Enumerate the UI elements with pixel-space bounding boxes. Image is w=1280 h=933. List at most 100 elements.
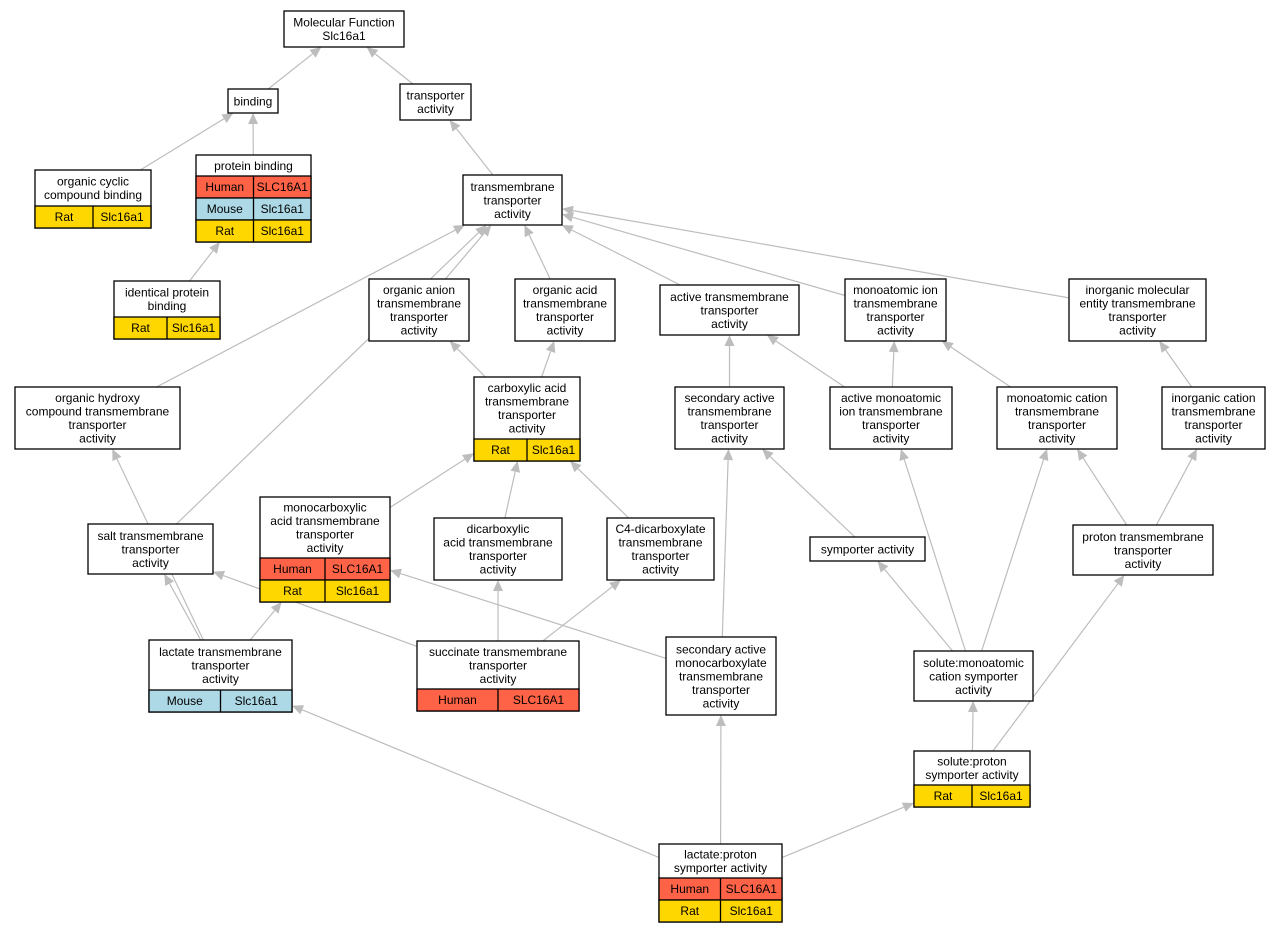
edge-organic-cyclic-to-binding [139,113,234,171]
node-organic-acid[interactable]: organic acidtransmembranetransporteracti… [514,278,616,342]
edge-active-monoatomic-to-active-tm [766,335,845,388]
species-name: Human [273,562,312,576]
edge-line [189,250,214,282]
edge-c4-dicarboxylate-to-carboxylic [570,461,630,519]
node-box [368,278,470,342]
node-box [674,386,785,450]
gene-symbol: Slc16a1 [235,694,279,708]
gene-symbol: Slc16a1 [172,321,216,335]
node-label-line: inorganic molecular [1085,283,1189,297]
gene-symbol: SLC16A1 [332,562,384,576]
edge-line [528,234,551,280]
edge-succinate-tm-to-c4-dicarboxylate [542,580,621,642]
node-secondary-mono[interactable]: secondary activemonocarboxylatetransmemb… [665,636,777,716]
node-label-line: dicarboxylic [467,522,530,536]
node-label-line: transmembrane [470,180,554,194]
edge-line [400,573,667,659]
node-monoatomic-cation[interactable]: monoatomic cationtransmembranetransporte… [996,386,1118,450]
edge-organic-anion-to-tm-transporter [444,225,492,280]
node-monoatomic-ion[interactable]: monoatomic iontransmembranetransporterac… [844,278,947,342]
gene-symbol: Slc16a1 [979,789,1023,803]
edge-arrowhead [213,570,225,581]
edge-arrowhead [888,341,899,353]
node-c4-dicarboxylate[interactable]: C4-dicarboxylatetransmembranetransporter… [606,517,715,581]
edge-line [903,459,967,652]
species-name: Rat [934,789,953,803]
node-carboxylic[interactable]: carboxylic acidtransmembranetransportera… [473,376,581,462]
node-label-line: symporter activity [821,542,914,556]
node-box [14,386,181,450]
edge-organic-acid-to-tm-transporter [524,225,551,280]
edge-line [223,575,418,647]
node-label-line: organic hydroxy [55,391,140,405]
node-label-line: activity [547,324,584,338]
edge-line [455,128,494,176]
edge-identical-protein-to-protein-binding [189,242,220,282]
edge-salt-tm-to-tm-transporter [175,225,487,525]
node-box [606,517,715,581]
node-succinate-tm[interactable]: succinate transmembranetransporteractivi… [416,640,580,712]
edge-line [542,586,613,642]
node-label-line: symporter activity [925,768,1018,782]
edge-arrowhead [390,568,402,579]
node-label-line: activity [703,696,740,710]
edge-line [571,229,681,286]
node-secondary-active[interactable]: secondary activetransmembranetransporter… [674,386,785,450]
edge-line [1082,457,1128,526]
species-name: Mouse [207,202,243,216]
edge-succinate-tm-to-dicarboxylic [493,580,503,641]
edge-arrowhead [762,449,774,461]
edge-arrowhead [112,449,122,462]
node-label-line: monoatomic ion [853,283,938,297]
edge-line [1165,349,1193,388]
edge-line [249,610,276,641]
node-lactate-tm[interactable]: lactate transmembranetransporteractivity… [148,639,293,713]
edge-proton-tm-to-inorganic-cation [1155,449,1197,526]
node-label-line: transporter [498,408,556,422]
node-label-line: transmembrane [618,536,702,550]
node-label-line: protein binding [214,159,293,173]
gene-symbol: Slc16a1 [261,202,305,216]
edge-arrowhead [877,561,889,573]
node-symporter[interactable]: symporter activity [809,536,926,562]
node-label-line: transporter [68,418,126,432]
edge-line [769,456,856,538]
edge-arrowhead [570,461,582,473]
node-inorganic-cation[interactable]: inorganic cationtransmembranetransporter… [1161,386,1266,450]
edge-line [139,118,225,171]
node-label-line: activity [401,324,438,338]
edge-arrowhead [723,449,734,461]
node-organic-anion[interactable]: organic aniontransmembranetransporteract… [368,278,470,342]
edge-active-monoatomic-to-monoatomic-ion [888,341,899,388]
edge-dicarboxylic-to-carboxylic [504,461,521,519]
edge-arrowhead [545,341,556,353]
edge-arrowhead [561,225,574,235]
node-label-line: activity [480,563,517,577]
gene-symbol: Slc16a1 [261,224,305,238]
node-label-line: compound binding [44,188,142,202]
node-label-line: succinate transmembrane [429,645,567,659]
node-label-line: identical protein [125,286,209,300]
node-binding[interactable]: binding [227,88,279,114]
node-label-line: monocarboxylic [283,501,366,515]
node-label-line: Molecular Function [293,16,394,30]
node-label-line: transporter [483,193,541,207]
